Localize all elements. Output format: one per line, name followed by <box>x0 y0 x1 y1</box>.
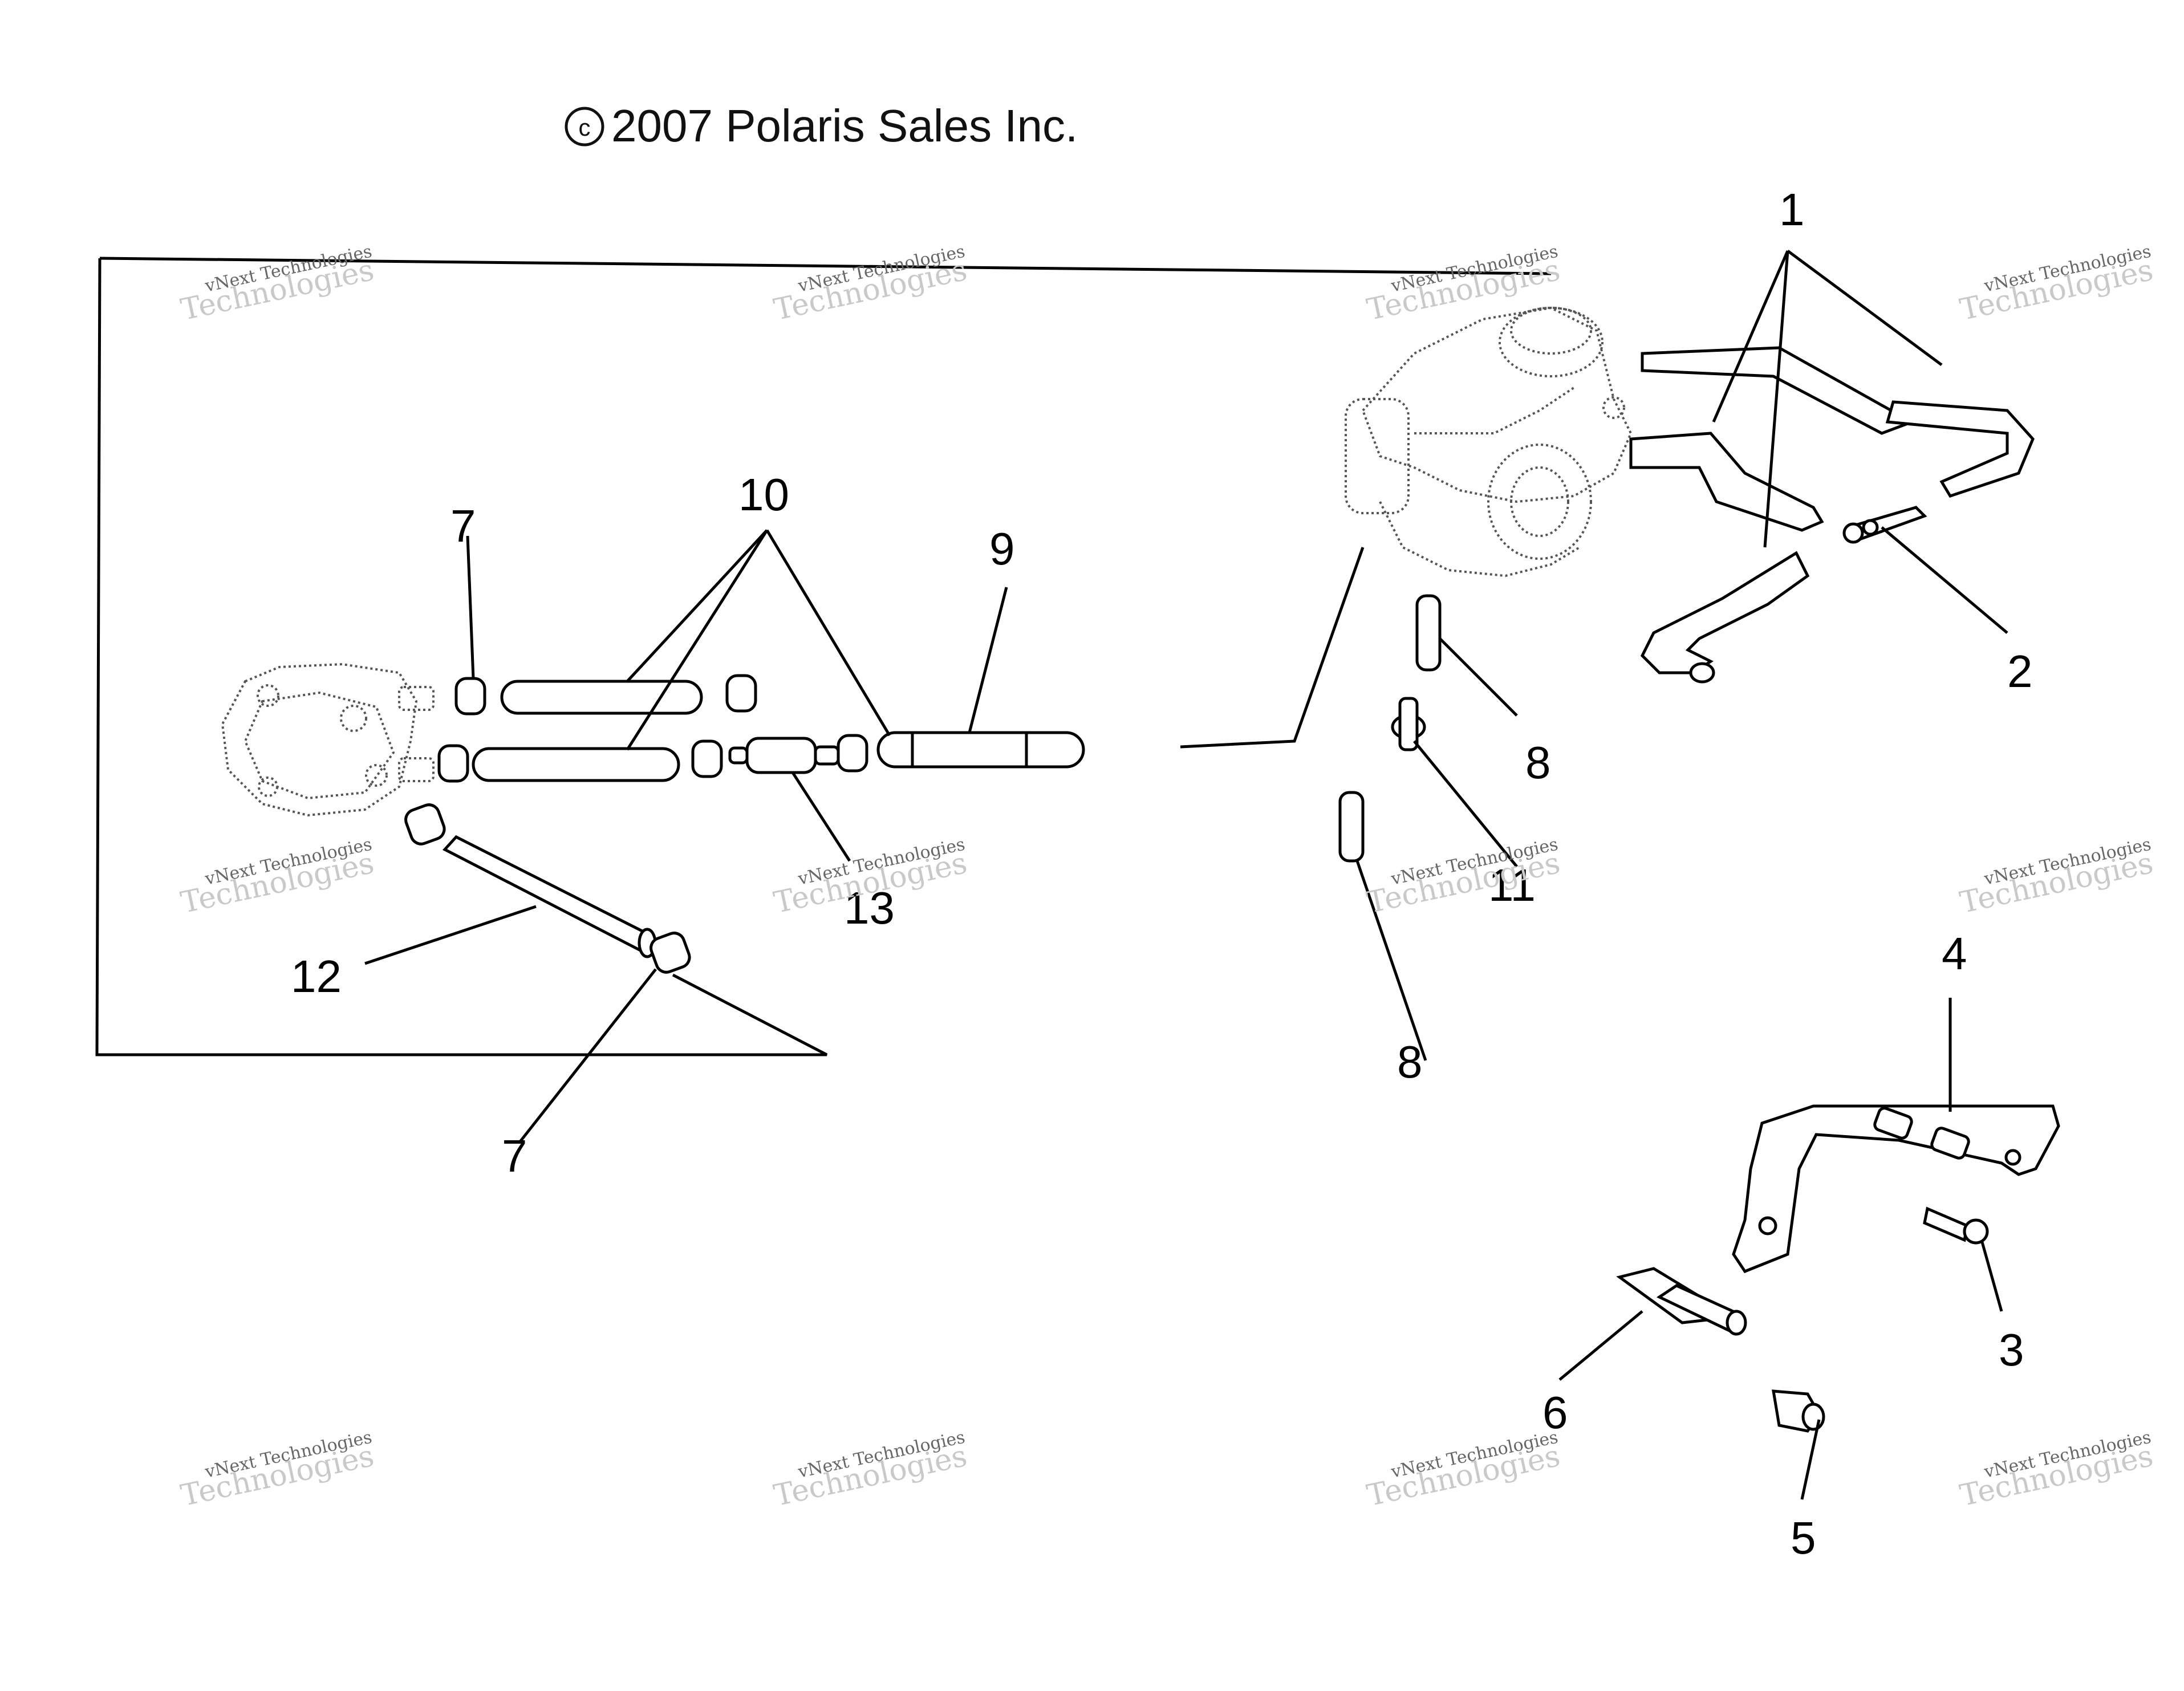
watermarks: Technologies vNext Technologies Technolo… <box>178 241 2156 1513</box>
watermark: Technologies vNext Technologies <box>1957 1427 2156 1513</box>
callout-10: 10 <box>738 469 789 520</box>
watermark: Technologies vNext Technologies <box>1957 834 2156 920</box>
callout-labels: 1 2 3 4 5 6 7 7 8 8 9 10 11 12 13 <box>291 184 2033 1563</box>
fuel-hose-9 <box>876 731 1085 769</box>
watermark: Technologies vNext Technologies <box>178 1427 377 1513</box>
fuel-hose-lower <box>472 747 680 782</box>
callout-3: 3 <box>1999 1324 2024 1375</box>
copyright-icon <box>565 107 604 147</box>
callout-5: 5 <box>1791 1513 1816 1563</box>
copyright-notice: c 2007 Polaris Sales Inc. <box>565 100 1078 151</box>
copyright-symbol: c <box>579 114 591 141</box>
vent-fitting <box>1842 506 1927 544</box>
fuel-hose-upper <box>500 680 703 715</box>
callout-9: 9 <box>989 523 1015 574</box>
watermark: Technologies vNext Technologies <box>771 241 970 327</box>
callout-6: 6 <box>1542 1387 1568 1438</box>
bolt <box>1616 1267 1747 1336</box>
watermark: Technologies vNext Technologies <box>1364 1427 1563 1513</box>
watermark: Technologies vNext Technologies <box>178 834 377 920</box>
bushing <box>1772 1389 1825 1433</box>
callout-7-upper: 7 <box>450 501 476 551</box>
watermark: Technologies vNext Technologies <box>1364 241 1563 327</box>
callout-12: 12 <box>291 951 342 1002</box>
mounting-bracket <box>1732 1104 2060 1274</box>
check-valve <box>1338 594 1442 863</box>
callout-11: 11 <box>1488 860 1536 910</box>
callout-8-upper: 8 <box>1525 737 1551 788</box>
hose-clamps <box>404 674 868 974</box>
fuel-hose-pump-outlet <box>442 835 657 958</box>
watermark: Technologies vNext Technologies <box>1957 241 2156 327</box>
callout-2: 2 <box>2007 646 2033 697</box>
vent-hoses <box>1629 346 2035 684</box>
callout-8-lower: 8 <box>1397 1036 1423 1087</box>
callout-4: 4 <box>1942 928 1967 979</box>
inline-fuel-filter <box>728 737 840 774</box>
assembly-bracket-frame <box>95 257 1552 1056</box>
callout-7-lower: 7 <box>502 1131 527 1181</box>
callout-13: 13 <box>844 883 895 933</box>
copyright-text: 2007 Polaris Sales Inc. <box>611 100 1078 151</box>
fuel-pump <box>221 662 435 817</box>
leader-lines <box>364 249 2008 1500</box>
carburetor <box>1345 306 1633 578</box>
watermark: Technologies vNext Technologies <box>771 1427 970 1513</box>
callout-1: 1 <box>1779 184 1805 235</box>
watermark: Technologies vNext Technologies <box>178 241 377 327</box>
screw <box>1923 1206 1989 1245</box>
